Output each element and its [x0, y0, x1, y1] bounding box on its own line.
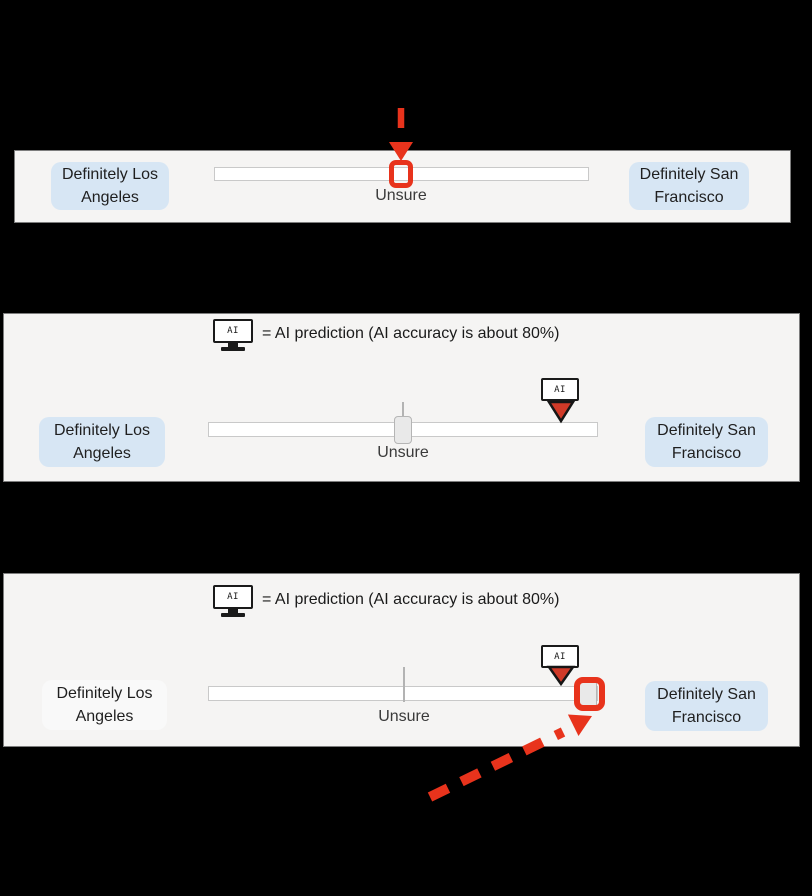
unsure-label: Unsure	[378, 708, 430, 725]
anchor-label-los-angeles: Definitely Los Angeles	[42, 680, 167, 730]
ai-monitor-screen: AI	[213, 319, 253, 343]
anchor-label-line: Angeles	[81, 189, 139, 206]
anchor-label-line: Angeles	[73, 445, 131, 462]
red-highlight-box	[574, 677, 605, 711]
monitor-base	[221, 347, 245, 351]
anchor-label-line: Francisco	[654, 189, 724, 206]
unsure-label: Unsure	[377, 444, 429, 461]
anchor-label-line: Definitely Los	[53, 421, 151, 439]
anchor-label-san-francisco: Definitely San Francisco	[645, 417, 768, 467]
anchor-label-line: Definitely Los	[56, 684, 153, 702]
ai-monitor-screen: AI	[541, 378, 579, 401]
anchor-label-line: Definitely San	[639, 165, 739, 183]
red-highlight-box	[389, 160, 413, 188]
anchor-label-los-angeles: Definitely Los Angeles	[51, 162, 169, 210]
ai-monitor-screen: AI	[213, 585, 253, 609]
ai-monitor-icon: AI	[213, 585, 253, 619]
slider-handle[interactable]	[394, 416, 412, 444]
monitor-base	[221, 613, 245, 617]
red-arrow-down-annotation	[389, 108, 413, 161]
ai-prediction-pointer	[546, 400, 576, 424]
anchor-label-san-francisco: Definitely San Francisco	[629, 162, 749, 210]
anchor-label-line: Definitely San	[657, 421, 756, 439]
ai-monitor-icon: AI	[213, 319, 253, 353]
anchor-label-line: Francisco	[671, 445, 742, 462]
monitor-neck	[228, 609, 238, 613]
ai-prediction-marker-icon: AI	[541, 378, 579, 401]
ai-prediction-pointer	[546, 665, 576, 687]
anchor-label-line: Francisco	[671, 709, 742, 726]
monitor-neck	[228, 343, 238, 347]
midpoint-tick	[403, 667, 405, 702]
ai-legend-text: = AI prediction (AI accuracy is about 80…	[262, 325, 560, 342]
anchor-label-line: Definitely Los	[61, 165, 159, 183]
unsure-label: Unsure	[375, 187, 427, 204]
red-arrow-up-right-annotation	[427, 714, 592, 802]
confidence-slider-track[interactable]	[214, 167, 589, 181]
anchor-label-line: Angeles	[75, 708, 134, 725]
anchor-label-line: Definitely San	[657, 685, 756, 703]
anchor-label-san-francisco: Definitely San Francisco	[645, 681, 768, 731]
anchor-label-los-angeles: Definitely Los Angeles	[39, 417, 165, 467]
ai-legend-text: = AI prediction (AI accuracy is about 80…	[262, 591, 560, 608]
